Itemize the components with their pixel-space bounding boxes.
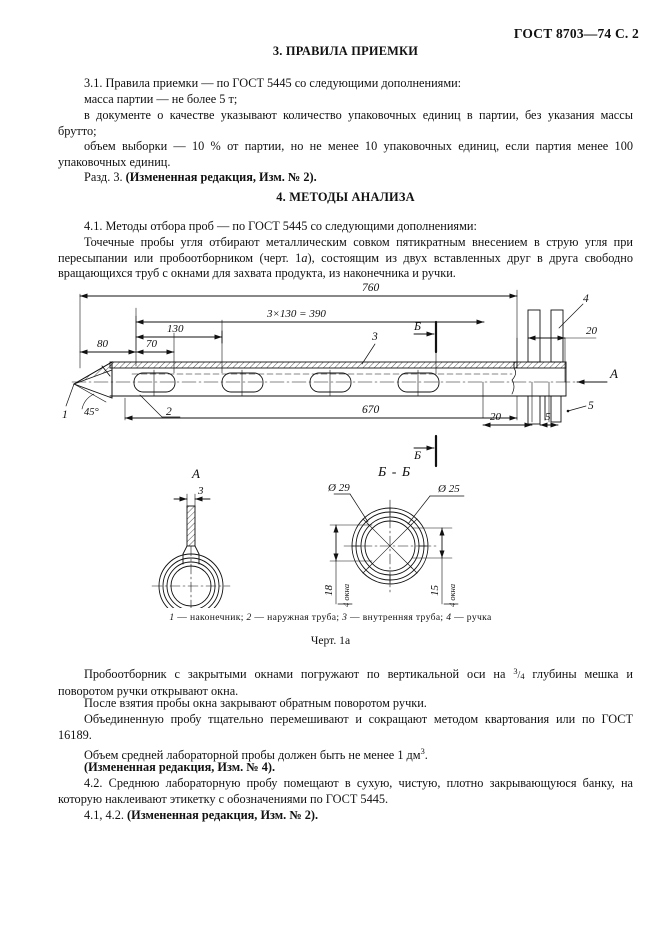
- clause-4-1-revision: (Измененная редакция, Изм. № 4).: [84, 760, 276, 774]
- figure-number-caption: Черт. 1а: [310, 634, 351, 647]
- clause-4-1-immersion: Пробоотборник с закрытыми окнами погружа…: [58, 664, 633, 700]
- dim-inner-diameter: Ø 25: [437, 483, 460, 495]
- figure-parts-caption: 1 — наконечник; 2 — наружная труба; 3 — …: [0, 612, 661, 623]
- clause-3-revision-prefix: Разд. 3.: [84, 170, 126, 184]
- dim-handle-width-3: 3: [197, 485, 204, 497]
- clause-4-revision: 4.1, 4.2. (Измененная редакция, Изм. № 2…: [58, 808, 633, 824]
- part-label-4: 4: [583, 293, 589, 305]
- dim-window-chain: 3×130 = 390: [266, 308, 326, 320]
- dim-window-pitch: 130: [167, 323, 184, 335]
- clause-3-1-mass: масса партии — не более 5 т;: [84, 92, 238, 106]
- part-label-1: 1: [62, 409, 68, 421]
- dim-outer-window-size: 18: [323, 585, 335, 597]
- section-3-title: 3. ПРАВИЛА ПРИЕМКИ: [272, 44, 419, 58]
- clause-4-1-volume-b: .: [424, 748, 428, 763]
- dim-inner-window-count: 4 окна: [447, 584, 457, 607]
- part-label-3: 3: [371, 331, 378, 343]
- caption-part-text-3: — внутренняя труба;: [347, 612, 444, 623]
- clause-4-1-combined-sample: Объединенную пробу тщательно перемешиваю…: [58, 712, 633, 742]
- dim-outer-window-count: 4 окна: [341, 584, 351, 607]
- caption-part-text-4: — ручка: [451, 612, 492, 623]
- part-label-2: 2: [166, 406, 172, 418]
- dim-inner-window-size: 15: [429, 585, 441, 597]
- dim-outer-diameter: Ø 29: [327, 482, 350, 494]
- clause-3-revision: Разд. 3. (Измененная редакция, Изм. № 2)…: [58, 170, 633, 186]
- dim-handle-20-lower: 20: [490, 411, 502, 423]
- unit-exponent: 3: [420, 747, 425, 756]
- part-label-5: 5: [588, 400, 594, 412]
- clause-3-1-sample: объем выборки — 10 % от партии, но не ме…: [58, 139, 633, 169]
- clause-4-1-closing: После взятия пробы окна закрывают обратн…: [84, 696, 427, 710]
- dim-tip-angle: 45°: [84, 407, 100, 418]
- clause-4-1-immersion-b: глубины мешка и поворотом ручки открываю…: [58, 666, 633, 699]
- fraction-numerator: 3: [513, 667, 518, 676]
- fraction-slash: /: [517, 669, 521, 681]
- clause-3-1: 3.1. Правила приемки — по ГОСТ 5445 со с…: [84, 76, 462, 90]
- clause-4-1-sampling-a: Точечные пробы угля отбирают металлическ…: [58, 235, 633, 265]
- dim-total-length: 760: [362, 282, 380, 294]
- dim-handle-20-upper: 20: [586, 325, 598, 337]
- section-bb-title: Б - Б: [377, 465, 411, 480]
- view-a-title: A: [191, 466, 200, 481]
- section-4-title: 4. МЕТОДЫ АНАЛИЗА: [276, 190, 415, 204]
- clause-3-1-doc: в документе о качестве указывают количес…: [58, 108, 633, 138]
- figure-1a-drawing: 760 3×130 = 390 130 80 70: [62, 278, 622, 608]
- caption-part-text-2: — наружная труба;: [251, 612, 340, 623]
- caption-part-text-1: — наконечник;: [174, 612, 244, 623]
- caption-part-num-1: 1: [169, 612, 175, 623]
- clause-4-revision-prefix: 4.1, 4.2.: [84, 808, 128, 822]
- dim-tip-offset: 80: [97, 338, 109, 350]
- clause-4-1-sampling: Точечные пробы угля отбирают металлическ…: [58, 235, 633, 282]
- section-b-bottom-label: Б: [413, 448, 421, 462]
- caption-part-num-2: 2: [246, 612, 252, 623]
- clause-4-1-sampling-b: ), состоящим из двух вставленных друг в …: [58, 250, 633, 281]
- page-header: ГОСТ 8703—74 С. 2: [513, 26, 639, 41]
- clause-4-1-figure-ref: а: [301, 250, 308, 265]
- clause-3-revision-note: (Измененная редакция, Изм. № 2).: [125, 170, 317, 184]
- clause-4-revision-note: (Измененная редакция, Изм. № 2).: [127, 808, 319, 822]
- dim-body-length: 670: [362, 404, 380, 416]
- dim-handle-5-lower: 5: [545, 411, 551, 423]
- fraction-denominator: 4: [520, 671, 525, 681]
- dim-window-length: 70: [146, 338, 158, 350]
- clause-4-2: 4.2. Среднюю лабораторную пробу помещают…: [58, 776, 633, 806]
- fraction-three-quarters: 3/4: [513, 667, 525, 681]
- clause-4-1-immersion-a: Пробоотборник с закрытыми окнами погружа…: [84, 666, 514, 681]
- clause-4-1-volume: Объем средней лабораторной пробы должен …: [58, 744, 633, 764]
- view-a-arrow-label: A: [609, 366, 618, 381]
- caption-part-num-3: 3: [342, 612, 348, 623]
- clause-4-1-volume-a: Объем средней лабораторной пробы должен …: [84, 748, 421, 763]
- clause-4-1: 4.1. Методы отбора проб — по ГОСТ 5445 с…: [84, 219, 477, 233]
- caption-part-num-4: 4: [446, 612, 452, 623]
- section-b-top-label: Б: [413, 319, 421, 333]
